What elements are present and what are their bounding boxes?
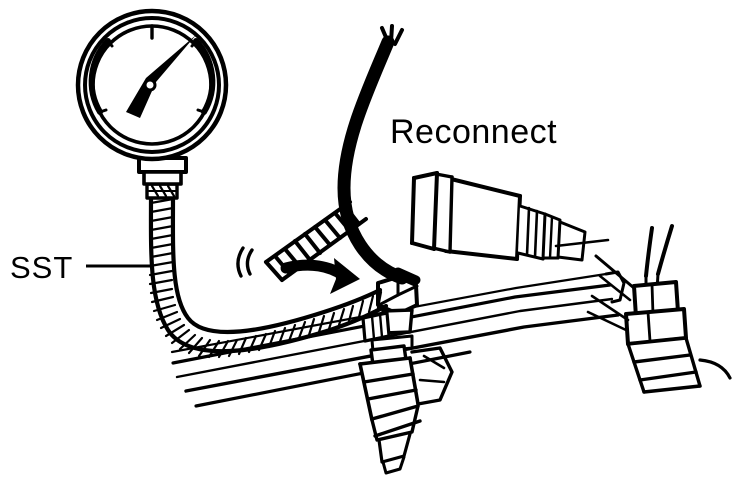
gauge-stem-fitting — [137, 156, 188, 186]
fuel-return-hose — [337, 24, 421, 285]
sst-braided-hose — [145, 182, 389, 359]
fuel-injector-right — [554, 224, 732, 394]
sst-label: SST — [10, 250, 73, 285]
gauge-arc-left — [88, 38, 114, 115]
gauge-needle — [126, 35, 196, 118]
hose-end-motion-marks — [236, 246, 254, 278]
fuel-injector-lower — [358, 344, 454, 475]
union-bolt-fitting — [361, 275, 419, 354]
gauge-arc-right — [190, 38, 216, 115]
pulsation-damper-connector — [410, 171, 587, 262]
reconnect-label: Reconnect — [390, 113, 557, 151]
gauge-needle-hub — [143, 78, 157, 92]
pressure-gauge — [75, 8, 229, 162]
reconnect-direction-arrow — [280, 258, 360, 294]
hose-crimp-collar — [145, 182, 179, 200]
